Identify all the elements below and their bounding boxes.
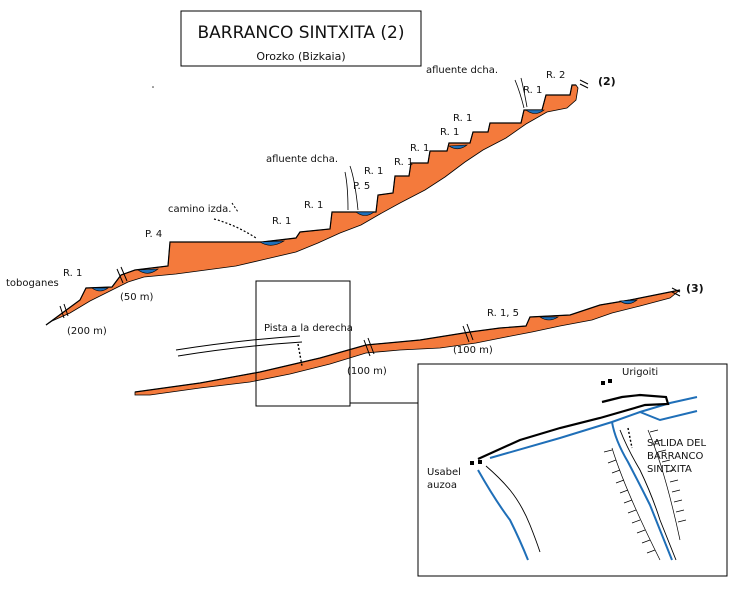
title-box: BARRANCO SINTXITA (2) Orozko (Bizkaia) <box>180 10 422 67</box>
label-p4: P. 4 <box>145 229 162 240</box>
inset-map-frame <box>417 363 728 577</box>
label-r2: R. 2 <box>546 70 565 81</box>
label-end-2: (2) <box>598 75 616 88</box>
zoom-box <box>255 280 351 407</box>
river-usabel <box>477 469 529 561</box>
label-r1-e: R. 1 <box>394 157 413 168</box>
label-dist-50: (50 m) <box>120 292 154 303</box>
label-toboganes: toboganes <box>6 278 59 289</box>
pool <box>525 109 545 114</box>
label-afluente-2: afluente dcha. <box>426 65 498 76</box>
label-r1-f: R. 1 <box>410 143 429 154</box>
urigoiti-houses <box>601 379 612 385</box>
lower-step-line <box>134 289 681 393</box>
label-r1-i: R. 1 <box>523 85 542 96</box>
label-urigoiti: Urigoiti <box>622 367 658 378</box>
label-dist-100b: (100 m) <box>453 345 493 356</box>
label-r1-h: R. 1 <box>453 113 472 124</box>
page-title: BARRANCO SINTXITA (2) <box>198 23 405 43</box>
label-r15: R. 1, 5 <box>487 308 519 319</box>
pool <box>137 268 159 274</box>
stray-dot <box>152 86 154 88</box>
pool <box>259 240 286 246</box>
label-usabel-1: Usabel <box>427 467 461 478</box>
river-sintxita <box>611 421 673 561</box>
lower-profile: Pista a la derecha (100 m) (100 m) R. 1,… <box>134 280 704 407</box>
label-r1-d: R. 1 <box>364 166 383 177</box>
pool <box>448 144 468 150</box>
page-subtitle: Orozko (Bizkaia) <box>256 50 345 63</box>
label-r1-c: R. 1 <box>304 200 323 211</box>
map-exit-trail <box>627 427 633 449</box>
label-afluente-1: afluente dcha. <box>266 154 338 165</box>
inset-map: Urigoiti Usabel auzoa SALIDA DEL BARRANC… <box>417 363 728 577</box>
upper-step-line <box>45 84 576 326</box>
label-r1-g: R. 1 <box>440 127 459 138</box>
camino-trail <box>213 218 257 239</box>
label-p5: P. 5 <box>353 181 370 192</box>
river-main <box>489 396 698 459</box>
label-pista: Pista a la derecha <box>264 323 353 334</box>
pista-road-2 <box>177 341 303 357</box>
label-dist-100a: (100 m) <box>347 366 387 377</box>
break-marks-upper <box>59 79 589 319</box>
usabel-houses <box>470 460 482 465</box>
rivers <box>477 396 698 561</box>
label-salida-3: SINTXITA <box>647 464 692 475</box>
camino-trail-tail <box>231 202 239 213</box>
tributary-lines <box>344 77 528 211</box>
label-usabel-2: auzoa <box>427 480 457 491</box>
label-camino: camino izda. <box>168 204 231 215</box>
pool <box>619 299 638 305</box>
upper-profile: toboganes (200 m) R. 1 (50 m) P. 4 camin… <box>6 65 616 337</box>
label-dist-200: (200 m) <box>67 326 107 337</box>
pista-road <box>175 335 301 351</box>
pool <box>539 316 559 321</box>
pool <box>355 211 375 216</box>
pool <box>91 287 109 292</box>
label-salida-2: BARRANCO <box>647 451 703 462</box>
label-end-3: (3) <box>686 282 704 295</box>
label-salida-1: SALIDA DEL <box>647 438 706 449</box>
break-marks-lower <box>363 287 681 357</box>
escarpment-hatch <box>603 429 687 561</box>
pools-lower <box>539 299 638 321</box>
streams <box>485 429 677 561</box>
map-road <box>477 393 670 461</box>
label-r1-b: R. 1 <box>272 216 291 227</box>
pools-upper <box>91 109 545 292</box>
label-r1-a: R. 1 <box>63 268 82 279</box>
river-branch-a <box>639 410 698 422</box>
